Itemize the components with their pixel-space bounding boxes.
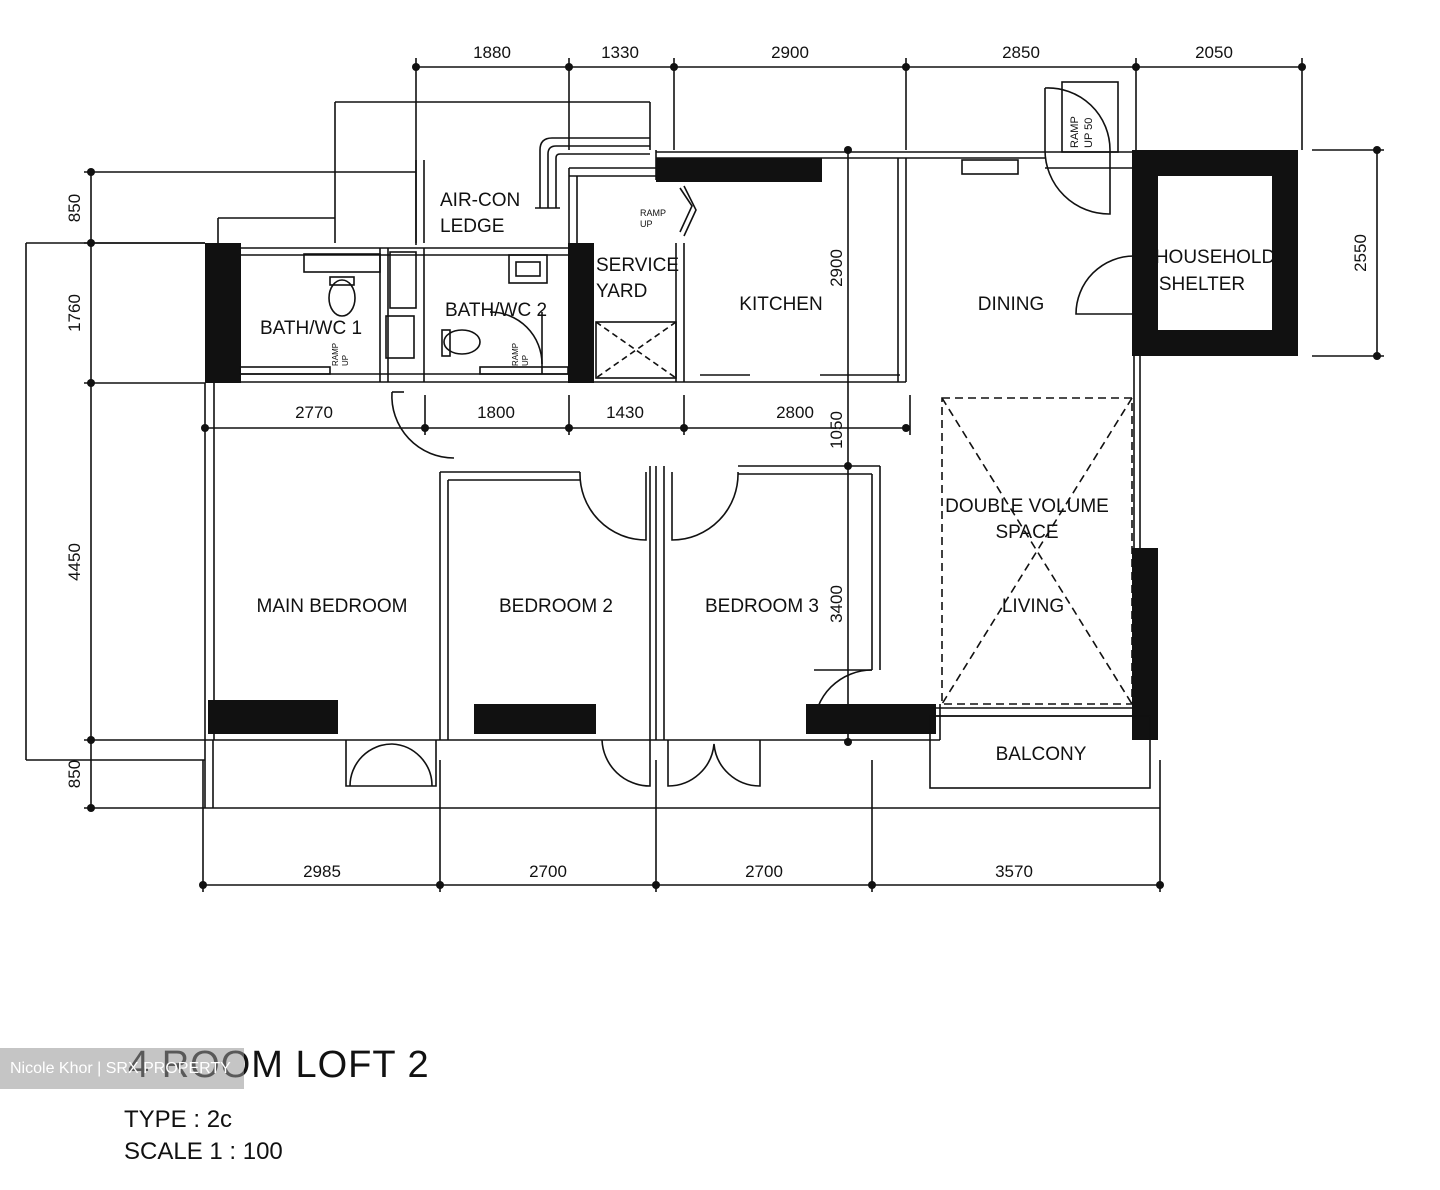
- room-dvs-label-2: SPACE: [995, 522, 1058, 543]
- room-shelter-label-2: SHELTER: [1159, 274, 1245, 295]
- ramp-note-bath2: RAMP: [511, 343, 520, 366]
- room-balcony-label: BALCONY: [996, 744, 1087, 765]
- dim-top-2: 1330: [601, 43, 639, 62]
- dim-left-3: 4450: [65, 543, 84, 581]
- dim-bottom-3: 2700: [745, 862, 783, 881]
- watermark-badge: Nicole Khor | SRX PROPERTY: [0, 1048, 244, 1089]
- ramp-note-dining-2: UP 50: [1083, 118, 1095, 148]
- room-dining-label: DINING: [978, 294, 1045, 315]
- dim-top-3: 2900: [771, 43, 809, 62]
- dim-left-4: 850: [65, 760, 84, 788]
- dim-kitchen: 2900: [827, 249, 846, 287]
- floor-plan: 1880 1330 2900 2850 2050 2770 1800 1430 …: [25, 43, 1384, 892]
- room-aircon-label: AIR-CON: [440, 190, 520, 211]
- dim-bottom-2: 2700: [529, 862, 567, 881]
- dim-left-1: 850: [65, 194, 84, 222]
- dim-mid-1: 2770: [295, 403, 333, 422]
- room-bath2-label: BATH/WC 2: [445, 300, 547, 321]
- ramp-note-bath1-2: UP: [341, 355, 350, 366]
- dim-bottom-1: 2985: [303, 862, 341, 881]
- room-bedroom3-label: BEDROOM 3: [705, 596, 819, 617]
- ramp-note-bath2-2: UP: [521, 355, 530, 366]
- room-dvs-label: DOUBLE VOLUME: [945, 496, 1109, 517]
- ramp-note-bath1: RAMP: [331, 343, 340, 366]
- dim-mid-2: 1800: [477, 403, 515, 422]
- ramp-note-dining: RAMP: [1069, 116, 1081, 148]
- room-bath1-label: BATH/WC 1: [260, 318, 362, 339]
- dim-top-4: 2850: [1002, 43, 1040, 62]
- room-service-label-2: YARD: [596, 281, 647, 302]
- ramp-note-service-2: UP: [640, 219, 653, 229]
- dim-mid-3: 1430: [606, 403, 644, 422]
- dim-3400: 3400: [827, 585, 846, 623]
- ramp-note-service: RAMP: [640, 208, 666, 218]
- dim-mid-4: 2800: [776, 403, 814, 422]
- dim-top-1: 1880: [473, 43, 511, 62]
- room-shelter-label: HOUSEHOLD: [1155, 247, 1275, 268]
- room-aircon-label-2: LEDGE: [440, 216, 504, 237]
- room-living-label: LIVING: [1002, 596, 1064, 617]
- dim-1050: 1050: [827, 411, 846, 449]
- plan-scale: SCALE 1 : 100: [124, 1138, 283, 1165]
- room-service-label: SERVICE: [596, 255, 679, 276]
- room-bedroom2-label: BEDROOM 2: [499, 596, 613, 617]
- plan-type: TYPE : 2c: [124, 1106, 233, 1133]
- dim-right: 2550: [1351, 234, 1370, 272]
- dim-left-2: 1760: [65, 294, 84, 332]
- room-main-bedroom-label: MAIN BEDROOM: [257, 596, 408, 617]
- dim-top-5: 2050: [1195, 43, 1233, 62]
- dim-bottom-4: 3570: [995, 862, 1033, 881]
- room-kitchen-label: KITCHEN: [739, 294, 822, 315]
